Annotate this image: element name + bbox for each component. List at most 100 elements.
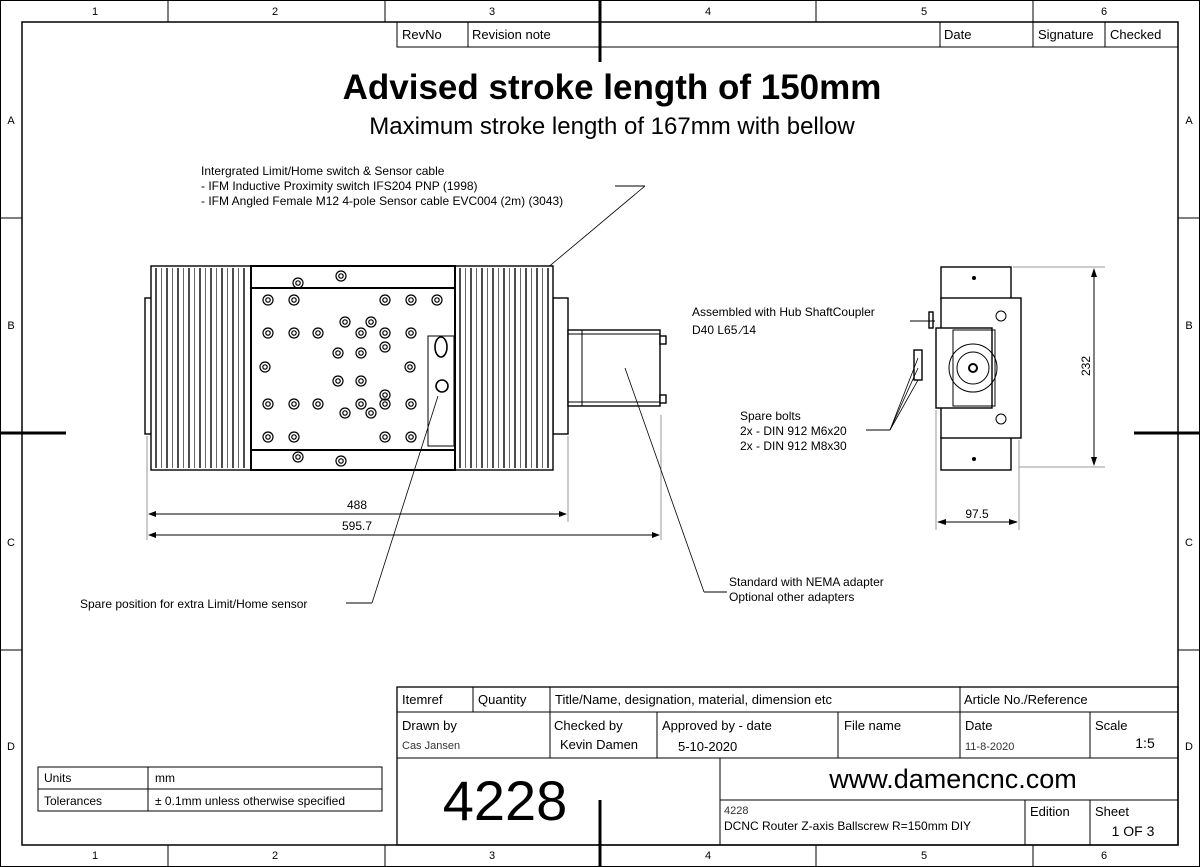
revno-header: RevNo [402, 27, 442, 42]
front-dimensions: 488 595.7 [146, 415, 662, 540]
mounting-hole [265, 401, 271, 407]
mounting-hole [358, 378, 364, 384]
mounting-hole [358, 350, 364, 356]
zone-col-6: 6 [1101, 6, 1107, 18]
drawn-by-value: Cas Jansen [402, 740, 460, 752]
zone-col-5-bottom: 5 [921, 850, 927, 862]
mounting-hole [405, 398, 417, 410]
scale-label: Scale [1095, 718, 1128, 733]
mounting-hole [265, 434, 271, 440]
mounting-hole [379, 389, 391, 401]
mounting-hole [382, 297, 388, 303]
spare-position-note: Spare position for extra Limit/Home sens… [80, 597, 307, 611]
file-name-label: File name [844, 718, 901, 733]
revision-note-header: Revision note [472, 27, 551, 42]
mounting-hole [262, 364, 268, 370]
drawing-title: Advised stroke length of 150mm [343, 68, 882, 107]
mounting-hole [335, 455, 347, 467]
zone-col-6-bottom: 6 [1101, 850, 1107, 862]
mounting-hole [382, 434, 388, 440]
adapter-annotation: Standard with NEMA adapter Optional othe… [624, 367, 884, 604]
zone-col-5: 5 [921, 6, 927, 18]
mounting-hole [382, 330, 388, 336]
side-view-z-axis [913, 266, 1022, 471]
mounting-hole [365, 407, 377, 419]
mounting-hole [407, 364, 413, 370]
mounting-hole [379, 398, 391, 410]
mounting-hole [379, 327, 391, 339]
tolerances-value: ± 0.1mm unless otherwise specified [155, 794, 345, 808]
mounting-hole [404, 361, 416, 373]
part-description: DCNC Router Z-axis Ballscrew R=150mm DIY [724, 819, 971, 833]
title-block: Itemref Quantity Title/Name, designation… [396, 686, 1179, 846]
mounting-hole [288, 398, 300, 410]
adapter-note-line-2: Optional other adapters [729, 590, 854, 604]
tolerances-label: Tolerances [44, 794, 102, 808]
spare-position-annotation: Spare position for extra Limit/Home sens… [80, 395, 439, 611]
spare-bolts-annotation: Spare bolts 2x - DIN 912 M6x20 2x - DIN … [740, 357, 919, 453]
mounting-hole [405, 327, 417, 339]
sensor-note-line-3: - IFM Angled Female M12 4-pole Sensor ca… [201, 194, 563, 208]
mounting-hole [408, 401, 414, 407]
zone-row-d-right: D [1185, 741, 1193, 753]
mounting-hole [332, 347, 344, 359]
revision-header: RevNo Revision note Date Signature Check… [396, 21, 1179, 48]
coupler-note-line-1: Assembled with Hub ShaftCoupler [692, 305, 875, 319]
mounting-hole [259, 361, 271, 373]
article-label: Article No./Reference [964, 692, 1088, 707]
approved-date: 5-10-2020 [678, 739, 737, 754]
mounting-hole [288, 294, 300, 306]
mounting-hole [408, 434, 414, 440]
quantity-label: Quantity [478, 692, 527, 707]
mounting-hole [262, 327, 274, 339]
edition-label: Edition [1030, 804, 1070, 819]
spare-bolts-line-2: 2x - DIN 912 M8x30 [740, 439, 847, 453]
date-value: 11-8-2020 [965, 741, 1014, 753]
mounting-hole [335, 350, 341, 356]
mounting-hole [288, 431, 300, 443]
spare-bolts-title: Spare bolts [740, 409, 801, 423]
units-label: Units [44, 771, 71, 785]
revision-date-header: Date [944, 27, 971, 42]
mounting-hole [382, 344, 388, 350]
website: www.damencnc.com [828, 764, 1077, 794]
zone-col-2: 2 [272, 6, 278, 18]
mounting-hole [291, 297, 297, 303]
zone-col-1-bottom: 1 [92, 850, 98, 862]
mounting-hole [379, 431, 391, 443]
mounting-hole [408, 330, 414, 336]
mounting-hole [291, 401, 297, 407]
zone-row-a-right: A [1185, 115, 1193, 127]
scale-value: 1:5 [1135, 735, 1155, 751]
mounting-hole [379, 294, 391, 306]
mounting-hole [355, 327, 367, 339]
approved-label: Approved by - date [662, 718, 772, 733]
mounting-hole [262, 431, 274, 443]
zone-col-4-bottom: 4 [705, 850, 711, 862]
mounting-hole [315, 330, 321, 336]
front-view-z-axis [144, 265, 667, 471]
signature-header: Signature [1038, 27, 1094, 42]
sensor-note-line-1: Intergrated Limit/Home switch & Sensor c… [201, 164, 445, 178]
mounting-hole [295, 454, 301, 460]
mounting-hole [338, 273, 344, 279]
mounting-hole [408, 297, 414, 303]
units-value: mm [155, 771, 175, 785]
units-box: Units mm Tolerances ± 0.1mm unless other… [37, 766, 383, 812]
zone-row-c-right: C [1185, 537, 1193, 549]
mounting-hole [358, 401, 364, 407]
mounting-hole [312, 327, 324, 339]
mounting-hole [368, 319, 374, 325]
zone-labels: 1 2 3 4 5 6 1 2 3 4 5 6 A B C D A B C D [7, 6, 1193, 862]
mounting-hole [368, 410, 374, 416]
zone-row-c: C [7, 537, 15, 549]
sensor-annotation: Intergrated Limit/Home switch & Sensor c… [201, 164, 646, 353]
mounting-hole [431, 294, 443, 306]
mounting-hole [355, 347, 367, 359]
mounting-hole [355, 398, 367, 410]
dimension-488: 488 [347, 498, 367, 512]
zone-row-a: A [7, 115, 15, 127]
mounting-hole [405, 431, 417, 443]
